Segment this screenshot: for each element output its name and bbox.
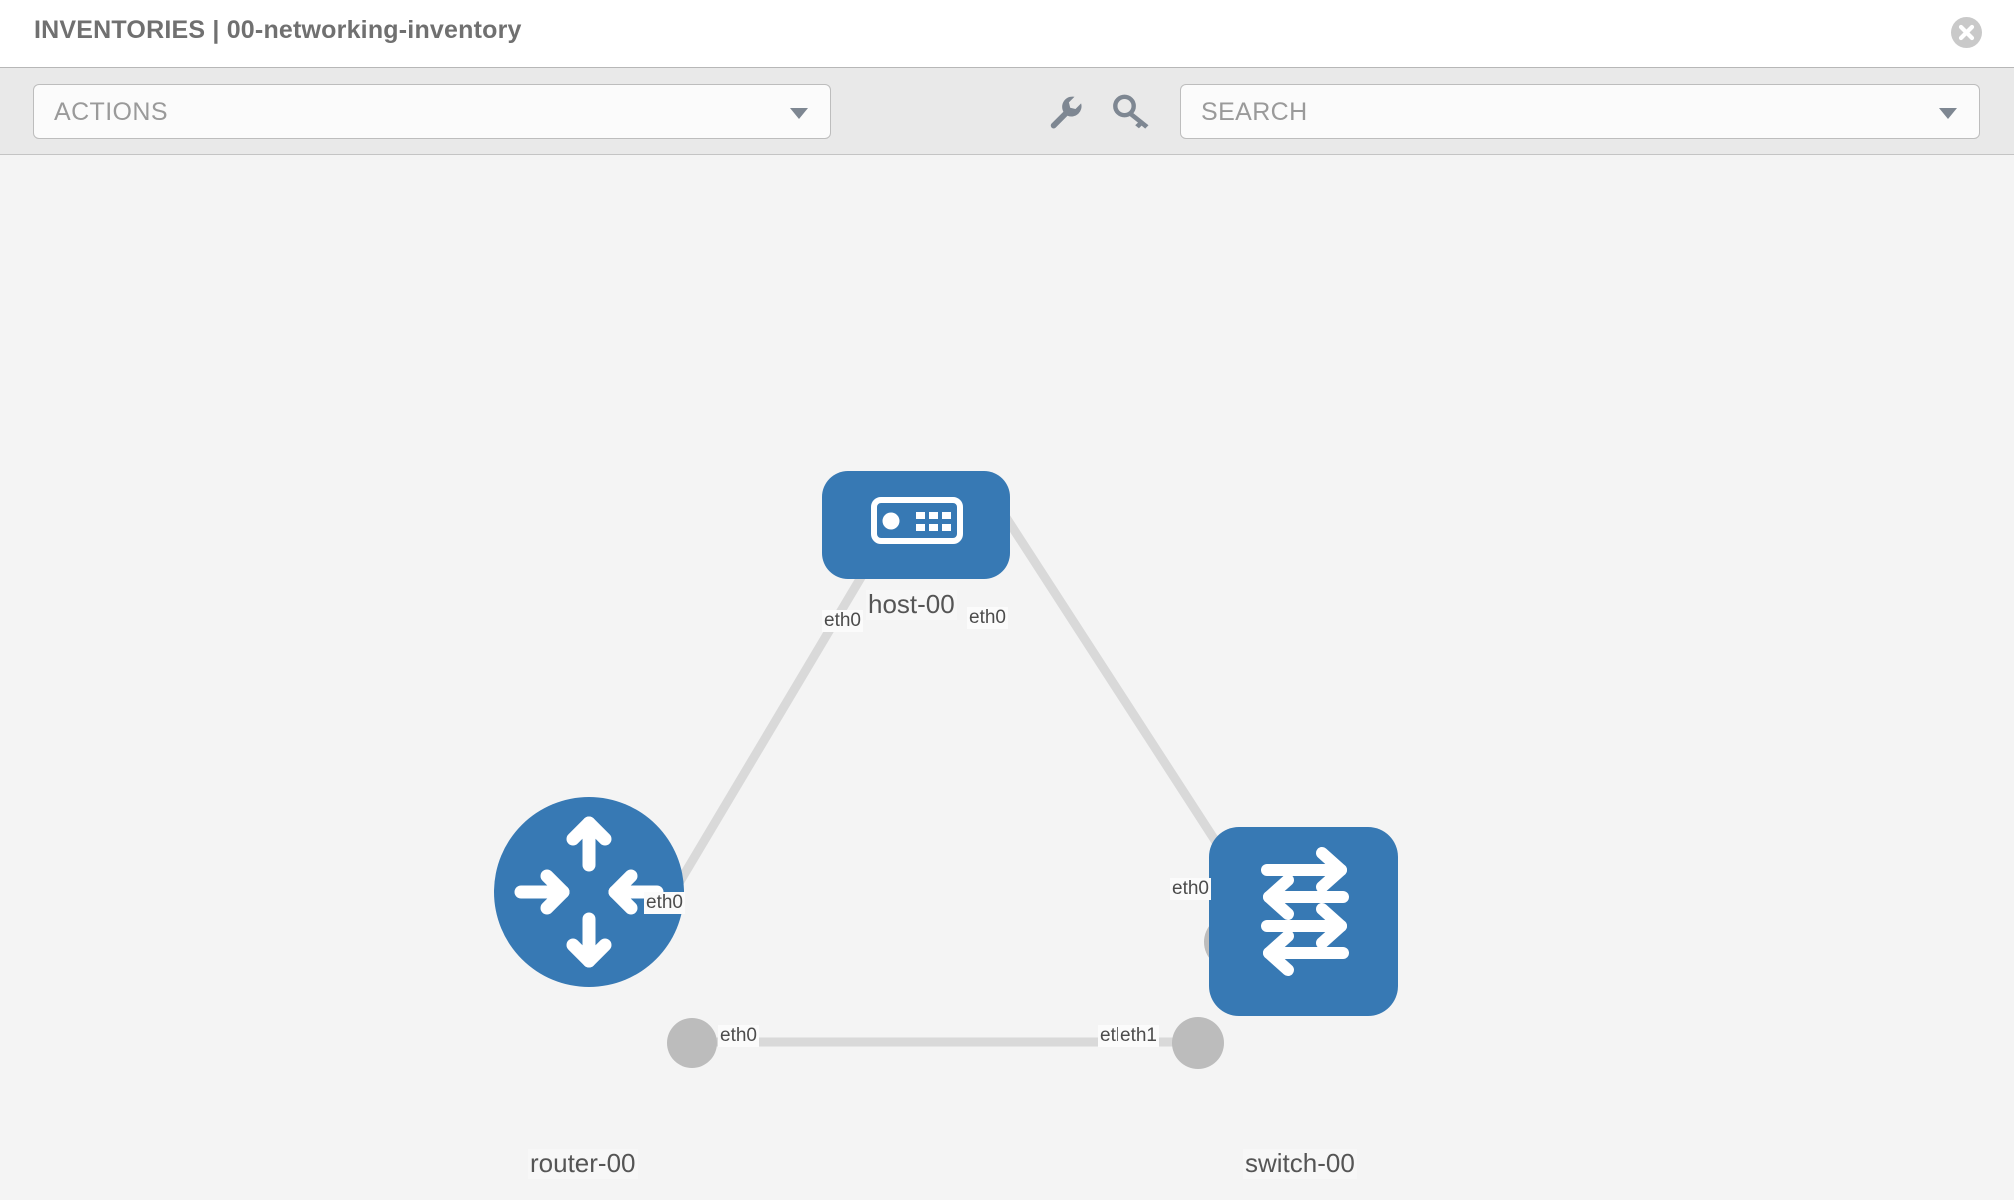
iface-label-router00-link-eth0: eth0 <box>644 892 685 914</box>
toolbar: ACTIONS SEARCH <box>0 68 2014 155</box>
actions-dropdown-label: ACTIONS <box>54 98 168 126</box>
chevron-down-icon <box>790 108 808 119</box>
node-label-host-00: host-00 <box>866 589 957 620</box>
key-icon[interactable] <box>1113 93 1151 129</box>
iface-label-switch00-link-eth0: eth0 <box>1170 878 1211 900</box>
link-host00-switch00[interactable] <box>980 480 1223 850</box>
connector-router00-eth0[interactable] <box>667 1018 717 1068</box>
page-header: INVENTORIES | 00-networking-inventory <box>0 0 2014 68</box>
close-circle-icon[interactable] <box>1951 17 1982 48</box>
server-icon <box>871 497 963 544</box>
node-label-switch-00: switch-00 <box>1243 1148 1357 1179</box>
node-host-00[interactable] <box>822 471 1010 579</box>
iface-label-router00-eth0: eth0 <box>718 1025 759 1047</box>
switch-arrows-icon <box>1261 847 1349 976</box>
search-input[interactable]: SEARCH <box>1180 84 1980 139</box>
wrench-icon[interactable] <box>1047 93 1083 129</box>
iface-label-switch00-eth1: eth1 <box>1118 1025 1159 1047</box>
connector-switch00-eth1[interactable] <box>1172 1017 1224 1069</box>
iface-label-host00-eth0-left: eth0 <box>822 610 863 632</box>
iface-label-host00-eth0-right: eth0 <box>967 607 1008 629</box>
topology-graph <box>494 471 1398 1069</box>
actions-dropdown[interactable]: ACTIONS <box>33 84 831 139</box>
node-switch-00[interactable] <box>1209 827 1398 1016</box>
page-title: INVENTORIES | 00-networking-inventory <box>34 16 522 44</box>
node-label-router-00: router-00 <box>528 1148 638 1179</box>
chevron-down-icon <box>1939 108 1957 119</box>
search-placeholder: SEARCH <box>1201 98 1308 126</box>
topology-canvas[interactable]: eth0 eth0 eth0 eth0 eth0 eth0 eth1 host-… <box>0 155 2014 1200</box>
